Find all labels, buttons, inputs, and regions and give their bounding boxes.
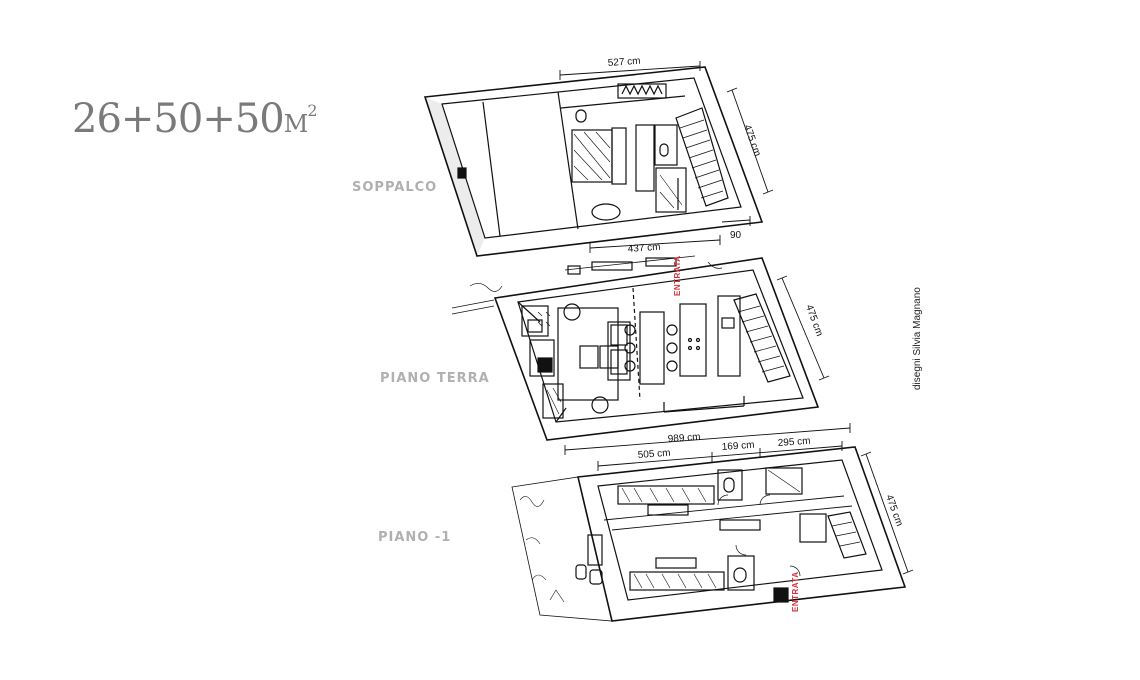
dim-soppalco-depth: 475 cm [741,123,763,158]
dimension-lines-soppalco [559,61,774,253]
entrance-label-terra: ENTRATA [673,255,682,296]
dim-terra-inner: 437 cm [627,242,660,255]
entrance-label-piano-meno-1: ENTRATA [791,571,800,612]
dim-soppalco-width: 527 cm [607,56,640,69]
dimension-lines-piano-meno-1 [597,441,914,575]
level-label-piano-meno-1: PIANO -1 [378,530,452,545]
dimension-lines-piano-terra [564,275,851,455]
dim-terra-depth: 475 cm [803,303,825,338]
dim-terra-small: 90 [730,230,742,241]
dim-m1-b: 169 cm [721,440,754,453]
plan-soppalco [423,66,764,257]
dim-total-length: 989 cm [667,432,700,445]
plan-piano-terra [451,255,820,441]
area-title: 26+50+50M2 [72,96,318,142]
level-label-piano-terra: PIANO TERRA [380,371,490,386]
level-label-soppalco: SOPPALCO [352,180,438,195]
dim-m1-c: 295 cm [777,436,810,449]
dim-m1-a: 505 cm [637,448,670,461]
plan-piano-meno-1 [511,446,907,622]
